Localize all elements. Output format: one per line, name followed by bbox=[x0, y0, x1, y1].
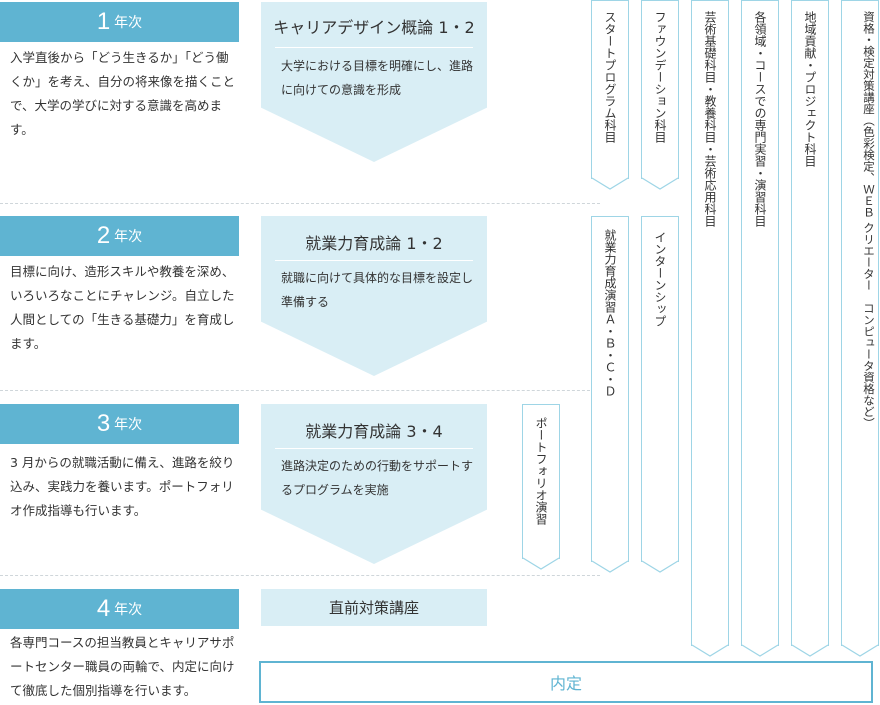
divider bbox=[0, 390, 600, 391]
column-arrow-tip bbox=[691, 644, 729, 657]
column-arrow-tip bbox=[591, 560, 629, 573]
column-label: 資格・検定対策講座（色彩検定、ＷＥＢ クリエーター コンピュータ資格など） bbox=[862, 11, 876, 429]
course-divider bbox=[275, 260, 473, 261]
year-1-description: 入学直後から「どう生きるか」「どう働くか」を考え、自分の将来像を描くことで、大学… bbox=[10, 50, 236, 137]
divider bbox=[0, 203, 600, 204]
column-shugyo-enshu: 就業力育成演習Ａ・Ｂ・Ｃ・Ｄ bbox=[591, 216, 629, 573]
column-arrow-tip bbox=[522, 557, 560, 570]
column-portfolio: ポートフォリオ演習 bbox=[522, 404, 560, 570]
year-number: 3 bbox=[96, 410, 111, 437]
course-title: キャリアデザイン概論 1・2 bbox=[273, 18, 475, 37]
column-foundation: ファウンデーション科目 bbox=[641, 0, 679, 190]
column-arrow-tip bbox=[791, 644, 829, 657]
course-divider bbox=[275, 47, 473, 48]
year-3-description: 3 月からの就職活動に備え、進路を絞り込み、実践力を養います。ポートフォリオ作成… bbox=[10, 455, 235, 518]
column-label: ファウンデーション科目 bbox=[653, 11, 667, 143]
year-number: 2 bbox=[96, 222, 111, 249]
course-description: 大学における目標を明確にし、進路に向けての意識を形成 bbox=[281, 59, 474, 97]
course-description: 進路決定のための行動をサポートするプログラムを実施 bbox=[281, 459, 474, 497]
column-label: 就業力育成演習Ａ・Ｂ・Ｃ・Ｄ bbox=[603, 229, 617, 397]
column-label: インターンシップ bbox=[653, 231, 667, 327]
year-label: 年次 bbox=[114, 417, 143, 433]
column-ryoiki: 各領域・コースでの専門実習・演習科目 bbox=[741, 0, 779, 657]
course-chevron-2: 就業力育成論 1・2 就職に向けて具体的な目標を設定し準備する bbox=[261, 216, 487, 376]
column-arrow-tip bbox=[841, 644, 879, 657]
course-description: 就職に向けて具体的な目標を設定し準備する bbox=[281, 271, 474, 309]
year-4-description: 各専門コースの担当教員とキャリアサポートセンター職員の両輪で、内定に向けて徹底し… bbox=[10, 635, 235, 698]
divider bbox=[0, 575, 600, 576]
course-title: 就業力育成論 3・4 bbox=[305, 422, 443, 441]
year-label: 年次 bbox=[114, 602, 143, 618]
course-title: 直前対策講座 bbox=[328, 599, 419, 617]
year-3-header: 3 年次 bbox=[0, 404, 239, 444]
course-divider bbox=[275, 448, 473, 449]
column-label: 各領域・コースでの専門実習・演習科目 bbox=[753, 11, 767, 227]
column-label: スタートプログラム科目 bbox=[603, 11, 617, 143]
column-label: ポートフォリオ演習 bbox=[534, 417, 548, 525]
year-label: 年次 bbox=[114, 229, 143, 245]
year-1-header: 1 年次 bbox=[0, 2, 239, 42]
job-offer-box: 内定 bbox=[259, 661, 873, 703]
column-geijutsu: 芸術基礎科目・教養科目・芸術応用科目 bbox=[691, 0, 729, 657]
course-box-4: 直前対策講座 bbox=[261, 589, 487, 626]
course-chevron-1: キャリアデザイン概論 1・2 大学における目標を明確にし、進路に向けての意識を形… bbox=[261, 2, 487, 162]
column-arrow-tip bbox=[741, 644, 779, 657]
year-number: 4 bbox=[96, 595, 111, 622]
year-4-header: 4 年次 bbox=[0, 589, 239, 629]
job-offer-label: 内定 bbox=[549, 674, 582, 693]
year-label: 年次 bbox=[114, 15, 143, 31]
year-2-header: 2 年次 bbox=[0, 216, 239, 256]
column-label: 地域貢献・プロジェクト科目 bbox=[803, 11, 817, 167]
column-arrow-tip bbox=[641, 177, 679, 190]
year-2-description: 目標に向け、造形スキルや教養を深め、いろいろなことにチャレンジ。自立した人間とし… bbox=[10, 264, 235, 351]
column-arrow-tip bbox=[591, 177, 629, 190]
course-chevron-3: 就業力育成論 3・4 進路決定のための行動をサポートするプログラムを実施 bbox=[261, 404, 487, 564]
year-number: 1 bbox=[96, 8, 111, 35]
column-start-program: スタートプログラム科目 bbox=[591, 0, 629, 190]
column-label: 芸術基礎科目・教養科目・芸術応用科目 bbox=[703, 11, 717, 227]
column-internship: インターンシップ bbox=[641, 216, 679, 573]
column-shikaku: 資格・検定対策講座（色彩検定、ＷＥＢ クリエーター コンピュータ資格など） bbox=[841, 0, 879, 657]
course-title: 就業力育成論 1・2 bbox=[305, 234, 443, 253]
column-chiiki: 地域貢献・プロジェクト科目 bbox=[791, 0, 829, 657]
column-arrow-tip bbox=[641, 560, 679, 573]
